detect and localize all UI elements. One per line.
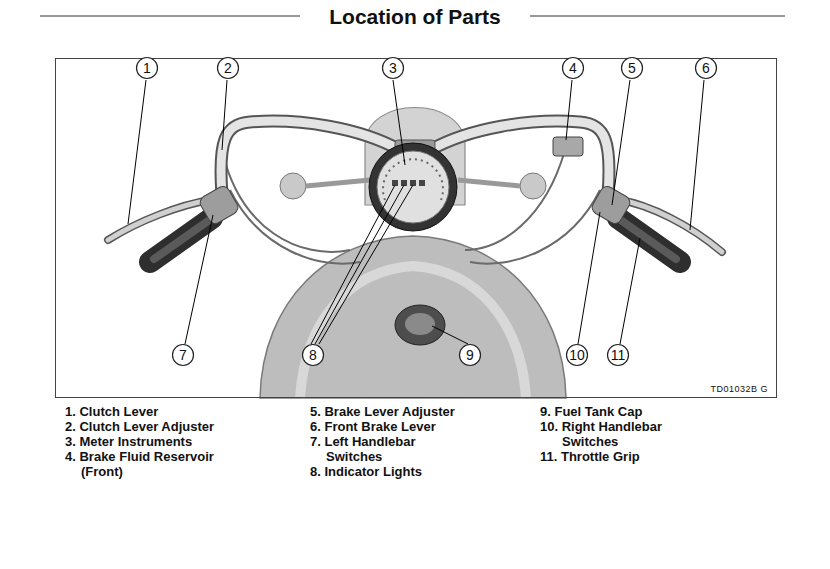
- callout-circle: 7: [171, 343, 195, 367]
- leader-line: [222, 80, 227, 150]
- left-grip-shine: [154, 221, 208, 259]
- leader-line: [432, 326, 468, 344]
- clutch-cable: [222, 150, 350, 252]
- leader-line: [566, 80, 572, 140]
- left-switch-housing: [198, 184, 241, 226]
- callout-number: 8: [301, 343, 325, 367]
- indicator-light: [419, 180, 425, 186]
- brake-hose: [465, 150, 565, 250]
- leader-line: [319, 185, 413, 344]
- callout-circle: 2: [216, 56, 240, 80]
- part-name: 1. Clutch Lever: [65, 404, 311, 419]
- turn-signal: [520, 173, 546, 199]
- callout-number: 7: [171, 343, 195, 367]
- fuel-tank: [260, 236, 566, 398]
- figure-code: TD01032B G: [710, 384, 768, 394]
- turn-signal-stem: [458, 180, 520, 186]
- callout-number: 1: [135, 56, 159, 80]
- callout-number: 10: [565, 343, 589, 367]
- callout-number: 6: [694, 56, 718, 80]
- callout-number: 2: [216, 56, 240, 80]
- part-name: 4. Brake Fluid Reservoir (Front): [65, 449, 231, 479]
- leader-line: [578, 212, 600, 344]
- callout-number: 4: [561, 56, 585, 80]
- callout-number: 5: [620, 56, 644, 80]
- leader-line: [128, 80, 146, 224]
- callout-circle: 3: [381, 56, 405, 80]
- fuel-cap-center: [405, 313, 435, 335]
- leader-line: [185, 215, 213, 344]
- switch-wire: [470, 190, 600, 264]
- part-name: 11. Throttle Grip: [540, 449, 776, 464]
- part-name: 10. Right Handlebar Switches: [540, 419, 676, 449]
- part-name: 8. Indicator Lights: [310, 464, 546, 479]
- part-name: 6. Front Brake Lever: [310, 419, 546, 434]
- illustration-frame: TD01032B G 1 2 3 4 5 6 7 8 9 10 11: [55, 58, 777, 398]
- leader-line: [690, 80, 704, 230]
- leader-line: [393, 80, 405, 165]
- callout-circle: 9: [458, 343, 482, 367]
- callout-number: 9: [458, 343, 482, 367]
- left-grip: [150, 218, 212, 262]
- part-name: 3. Meter Instruments: [65, 434, 311, 449]
- meter-bezel: [369, 143, 457, 231]
- callout-circle: 11: [606, 343, 630, 367]
- fuel-cap: [395, 305, 445, 345]
- brake-fluid-reservoir: [553, 137, 583, 156]
- part-name: 7. Left Handlebar Switches: [310, 434, 436, 464]
- title-rule: [40, 16, 300, 17]
- tank-highlight: [300, 266, 526, 398]
- leader-line: [620, 238, 640, 344]
- page-title: Location of Parts: [0, 5, 830, 29]
- callout-circle: 8: [301, 343, 325, 367]
- callout-circle: 10: [565, 343, 589, 367]
- callout-number: 11: [606, 343, 630, 367]
- callout-circle: 6: [694, 56, 718, 80]
- leader-line: [315, 185, 404, 344]
- switch-wire: [230, 190, 360, 264]
- part-name: 9. Fuel Tank Cap: [540, 404, 776, 419]
- throttle-grip-shine: [622, 221, 676, 259]
- callout-circle: 5: [620, 56, 644, 80]
- title-rule: [530, 16, 785, 17]
- callout-circle: 4: [561, 56, 585, 80]
- callout-circle: 1: [135, 56, 159, 80]
- leader-line: [311, 185, 395, 344]
- leader-line: [612, 80, 630, 205]
- callout-number: 3: [381, 56, 405, 80]
- turn-signal-stem: [306, 180, 370, 186]
- turn-signal: [280, 173, 306, 199]
- part-name: 2. Clutch Lever Adjuster: [65, 419, 311, 434]
- meter-face: [377, 151, 449, 223]
- part-name: 5. Brake Lever Adjuster: [310, 404, 546, 419]
- throttle-grip: [618, 218, 680, 262]
- meter-scale: [383, 159, 443, 200]
- right-switch-housing: [590, 184, 633, 226]
